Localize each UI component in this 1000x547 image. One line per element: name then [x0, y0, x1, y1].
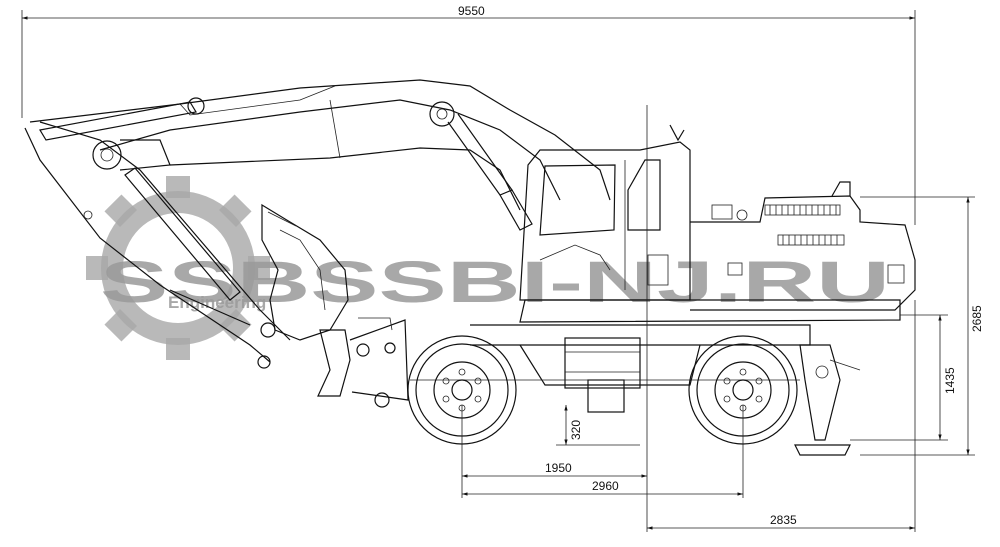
- bucket-cylinder: [124, 167, 251, 326]
- hood-vent-1: [764, 204, 841, 216]
- boom: [29, 79, 611, 211]
- bucket: [257, 203, 349, 369]
- gear-logo-icon: [86, 176, 270, 360]
- dim-1950: 1950: [545, 461, 572, 475]
- dim-clearance-320: 320: [569, 420, 583, 440]
- dim-overall-height: 2685: [970, 305, 984, 332]
- engine-hood: [690, 181, 916, 311]
- watermark: SSBSSBI-NJ.RU Engineering: [86, 176, 890, 360]
- dim-overall-length: 9550: [458, 4, 485, 18]
- cab: [519, 124, 743, 301]
- dim-wheelbase-2960: 2960: [592, 479, 619, 493]
- arm-cylinder: [39, 97, 205, 141]
- boom-cylinder: [429, 101, 533, 231]
- dim-height-1435: 1435: [943, 367, 957, 394]
- dimension-lines: 9550 2685 1435 320 1950 2960 2835: [21, 4, 984, 532]
- dim-tail-2835: 2835: [770, 513, 797, 527]
- chassis-frame: [410, 299, 901, 413]
- dozer-blade: [317, 317, 409, 408]
- hood-vent-2: [777, 234, 845, 246]
- arm-stick: [24, 121, 291, 363]
- rear-outrigger: [794, 344, 861, 456]
